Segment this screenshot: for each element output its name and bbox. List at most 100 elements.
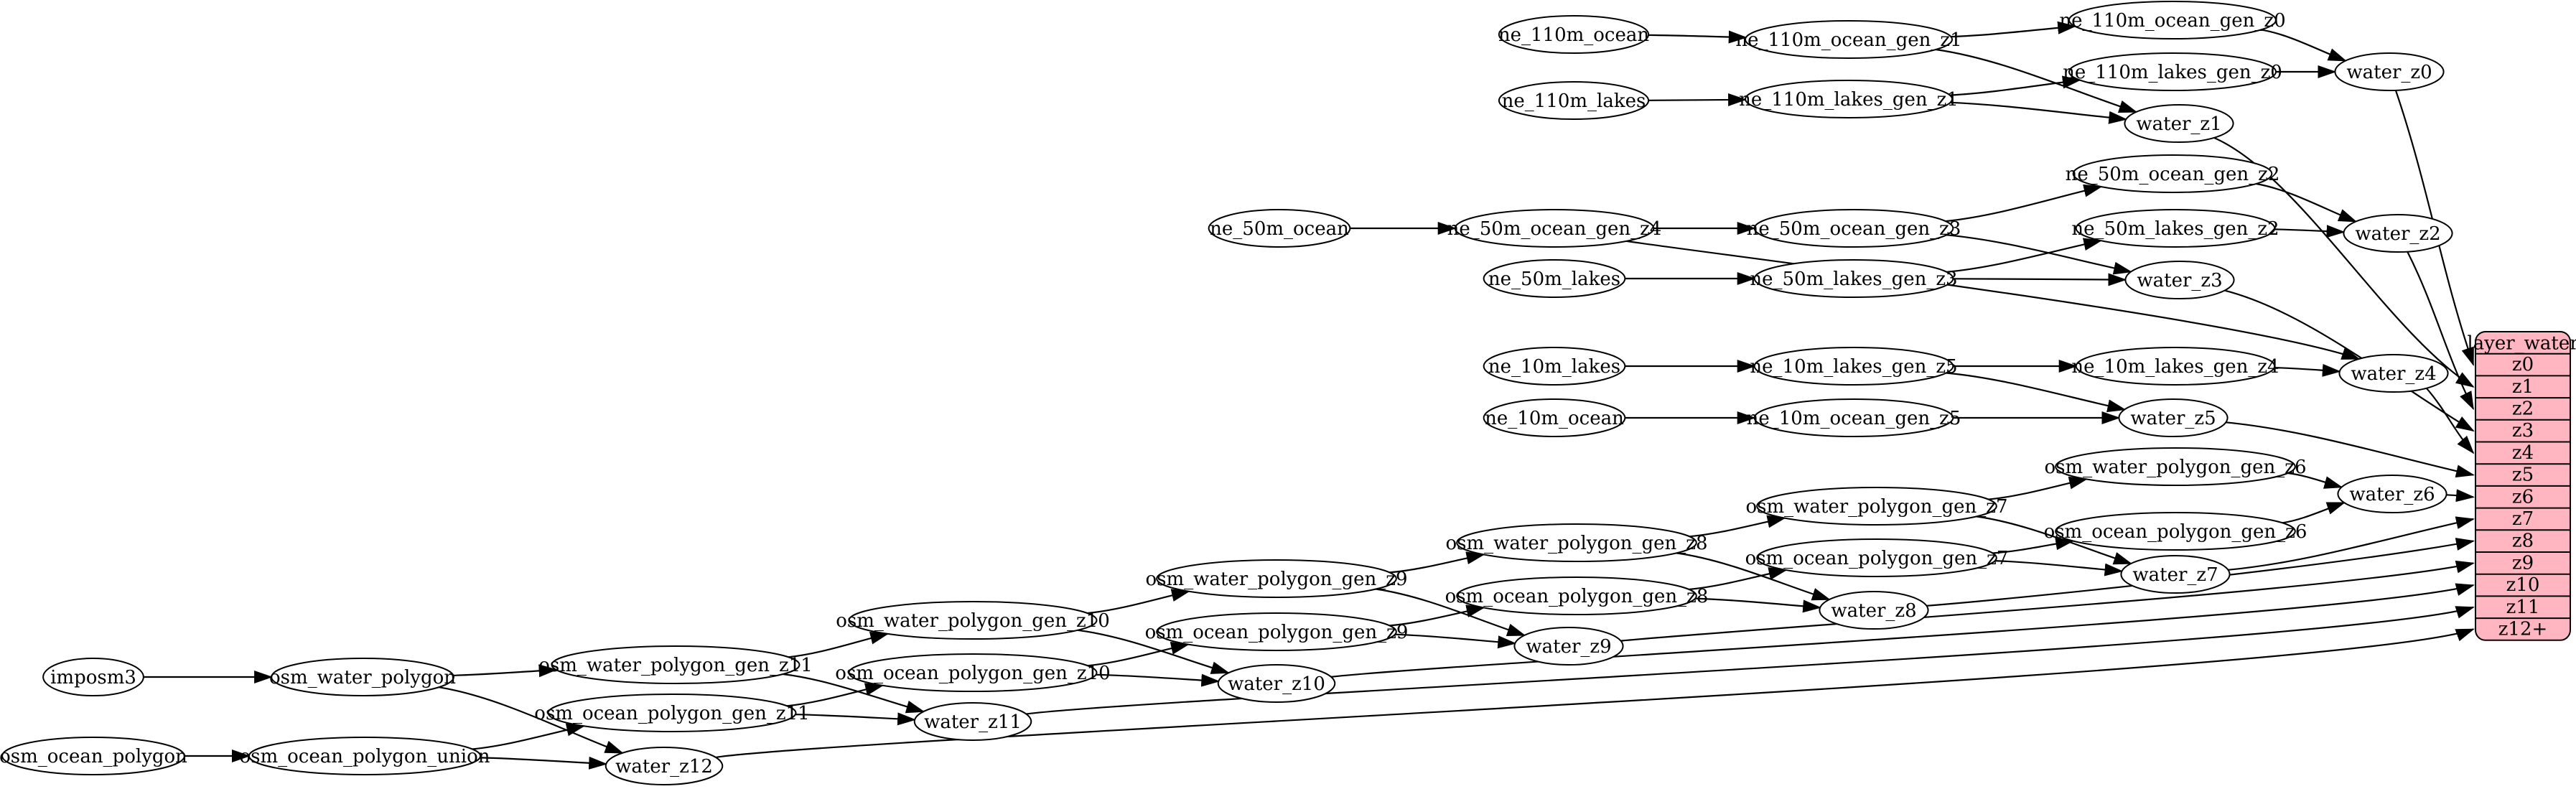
node-ne_110m_ocean_gen_z1-shape	[1745, 20, 1953, 59]
node-ne_110m_lakes_gen_z1-label: ne_110m_lakes_gen_z1	[1739, 89, 1959, 111]
node-ne_50m_ocean: ne_50m_ocean	[1208, 209, 1351, 248]
table-row-z4: z4	[2512, 442, 2534, 464]
node-ne_50m_ocean_gen_z2-label: ne_50m_ocean_gen_z2	[2066, 164, 2280, 185]
edge-ne_50m_lakes_gen_z3-to-ne_50m_lakes_gen_z2	[1946, 238, 2103, 273]
node-osm_water_polygon_gen_z9-label: osm_water_polygon_gen_z9	[1145, 569, 1407, 590]
layer-water-table: layer_waterz0z1z2z3z4z5z6z7z8z9z10z11z12…	[2467, 331, 2576, 641]
node-osm_water_polygon_gen_z9-shape	[1156, 559, 1397, 598]
table-row-z6: z6	[2512, 486, 2534, 508]
edge-osm_ocean_polygon_union-to-osm_ocean_polygon_gen_z11	[472, 723, 586, 750]
node-imposm3-shape	[42, 658, 144, 696]
node-ne_50m_ocean_gen_z3-label: ne_50m_ocean_gen_z3	[1747, 218, 1961, 240]
node-osm_ocean_polygon_gen_z6: osm_ocean_polygon_gen_z6	[2044, 512, 2307, 551]
edge-ne_110m_ocean_gen_z1-to-ne_110m_ocean_gen_z0	[1951, 21, 2077, 38]
node-ne_110m_ocean: ne_110m_ocean	[1498, 15, 1649, 54]
node-ne_50m_lakes_gen_z3-label: ne_50m_lakes_gen_z3	[1750, 269, 1957, 290]
node-osm_water_polygon_gen_z9: osm_water_polygon_gen_z9	[1145, 559, 1408, 598]
edge-osm_water_polygon_gen_z9-to-osm_water_polygon_gen_z8	[1389, 551, 1485, 574]
edge-ne_110m_ocean_gen_z1-to-water_z1	[1936, 48, 2138, 113]
table-row-z5: z5	[2512, 464, 2534, 486]
node-water_z4: water_z4	[2338, 354, 2449, 393]
table-row-z3: z3	[2512, 420, 2534, 442]
node-osm_ocean_polygon_gen_z11-label: osm_ocean_polygon_gen_z11	[534, 703, 809, 724]
node-ne_110m_lakes_gen_z0-label: ne_110m_lakes_gen_z0	[2063, 62, 2282, 83]
node-ne_50m_lakes_gen_z3-shape	[1753, 259, 1954, 298]
node-water_z3: water_z3	[2124, 261, 2235, 299]
edge-ne_10m_lakes_gen_z5-to-water_z5	[1946, 372, 2127, 413]
edge-osm_ocean_polygon_gen_z9-to-water_z9	[1395, 633, 1517, 649]
edge-water_z5-to-layer_water-z5	[2226, 421, 2475, 478]
edge-osm_ocean_polygon_gen_z8-to-osm_ocean_polygon_gen_z7	[1689, 567, 1788, 591]
node-water_z6: water_z6	[2337, 475, 2447, 513]
node-water_z2-shape	[2343, 214, 2453, 253]
table-row-z1: z1	[2512, 376, 2534, 398]
edge-ne_50m_lakes_gen_z2-to-water_z2	[2274, 225, 2346, 238]
node-ne_10m_ocean_gen_z5: ne_10m_ocean_gen_z5	[1747, 398, 1961, 437]
node-osm_ocean_polygon_gen_z11: osm_ocean_polygon_gen_z11	[534, 694, 810, 732]
node-water_z12: water_z12	[605, 747, 724, 785]
node-osm_water_polygon_gen_z6-shape	[2055, 447, 2296, 486]
node-osm_ocean_polygon_gen_z7: osm_ocean_polygon_gen_z7	[1745, 538, 2008, 577]
node-osm_ocean_polygon_gen_z6-label: osm_ocean_polygon_gen_z6	[2044, 521, 2307, 543]
node-osm_water_polygon_gen_z7: osm_water_polygon_gen_z7	[1745, 487, 2008, 526]
node-osm_ocean_polygon_gen_z9: osm_ocean_polygon_gen_z9	[1145, 612, 1408, 651]
node-water_z10: water_z10	[1217, 664, 1336, 703]
edge-osm_water_polygon_gen_z7-to-water_z7	[1976, 515, 2133, 565]
node-osm_water_polygon_gen_z10-shape	[848, 601, 1098, 640]
node-water_z3-shape	[2124, 261, 2235, 299]
edge-osm_water_polygon_gen_z11-to-osm_water_polygon_gen_z10	[788, 631, 890, 658]
edge-osm_water_polygon-to-osm_water_polygon_gen_z11	[453, 664, 558, 678]
edge-osm_water_polygon_gen_z8-to-water_z8	[1676, 552, 1831, 601]
table-row-z7: z7	[2512, 508, 2534, 530]
node-ne_50m_ocean_gen_z4-shape	[1454, 209, 1655, 248]
node-ne_50m_ocean_gen_z4-label: ne_50m_ocean_gen_z4	[1447, 218, 1662, 240]
node-water_z9: water_z9	[1513, 627, 1624, 666]
node-water_z12-shape	[605, 747, 724, 785]
node-osm_ocean_polygon_union-label: osm_ocean_polygon_union	[239, 746, 490, 767]
node-osm_water_polygon_gen_z10-label: osm_water_polygon_gen_z10	[836, 610, 1110, 632]
edge-ne_50m_ocean_gen_z3-to-water_z3	[1946, 234, 2133, 275]
edge-water_z10-to-layer_water-z10	[1330, 583, 2475, 678]
edge-ne_110m_ocean-to-ne_110m_ocean_gen_z1	[1648, 30, 1747, 44]
node-ne_110m_ocean_gen_z0-label: ne_110m_ocean_gen_z0	[2059, 10, 2285, 32]
node-osm_ocean_polygon-shape	[1, 737, 185, 775]
node-water_z5-shape	[2118, 398, 2229, 437]
edge-osm_water_polygon_gen_z10-to-osm_water_polygon_gen_z9	[1087, 589, 1190, 615]
node-osm_water_polygon_gen_z7-shape	[1756, 487, 1997, 526]
node-water_z9-label: water_z9	[1526, 636, 1611, 658]
table-row-z2: z2	[2512, 398, 2534, 419]
node-water_z1: water_z1	[2124, 104, 2234, 143]
node-water_z11-label: water_z11	[924, 711, 1022, 733]
node-osm_water_polygon_gen_z6: osm_water_polygon_gen_z6	[2044, 447, 2307, 486]
table-row-z10: z10	[2506, 574, 2540, 596]
table-row-z0: z0	[2512, 354, 2534, 375]
node-ne_10m_ocean_gen_z5-shape	[1753, 398, 1954, 437]
node-ne_10m_ocean: ne_10m_ocean	[1483, 398, 1626, 437]
node-ne_10m_lakes: ne_10m_lakes	[1483, 347, 1626, 386]
node-water_z3-label: water_z3	[2137, 270, 2222, 291]
node-water_z1-shape	[2124, 104, 2234, 143]
edge-osm_water_polygon_gen_z11-to-water_z11	[783, 673, 925, 714]
node-osm_ocean_polygon_gen_z8: osm_ocean_polygon_gen_z8	[1445, 576, 1708, 615]
node-osm_water_polygon_gen_z8-label: osm_water_polygon_gen_z8	[1445, 533, 1707, 554]
edge-water_z12-to-layer_water-z12+	[715, 628, 2475, 758]
node-ne_50m_ocean_gen_z3-shape	[1753, 209, 1954, 248]
node-osm_ocean_polygon_gen_z11-shape	[547, 694, 797, 732]
edge-osm_ocean_polygon_gen_z11-to-water_z11	[795, 712, 917, 726]
node-water_z7-shape	[2120, 555, 2231, 594]
node-ne_50m_ocean_gen_z3: ne_50m_ocean_gen_z3	[1747, 209, 1961, 248]
node-osm_water_polygon: osm_water_polygon	[269, 658, 456, 696]
node-ne_50m_lakes: ne_50m_lakes	[1483, 259, 1626, 298]
node-water_z0: water_z0	[2334, 52, 2445, 91]
node-ne_110m_lakes-label: ne_110m_lakes	[1502, 90, 1646, 112]
node-ne_50m_lakes_gen_z2-shape	[2075, 209, 2276, 248]
node-ne_110m_lakes_gen_z0-shape	[2068, 52, 2277, 91]
node-osm_water_polygon_gen_z8: osm_water_polygon_gen_z8	[1445, 523, 1708, 562]
edge-osm_ocean_polygon_gen_z6-to-water_z6	[2282, 502, 2346, 524]
node-ne_50m_ocean_gen_z4: ne_50m_ocean_gen_z4	[1447, 209, 1662, 248]
node-ne_50m_ocean_gen_z2-shape	[2072, 154, 2273, 193]
node-osm_ocean_polygon_gen_z10: osm_ocean_polygon_gen_z10	[835, 653, 1111, 692]
edge-ne_110m_lakes_gen_z1-to-water_z1	[1950, 101, 2128, 124]
